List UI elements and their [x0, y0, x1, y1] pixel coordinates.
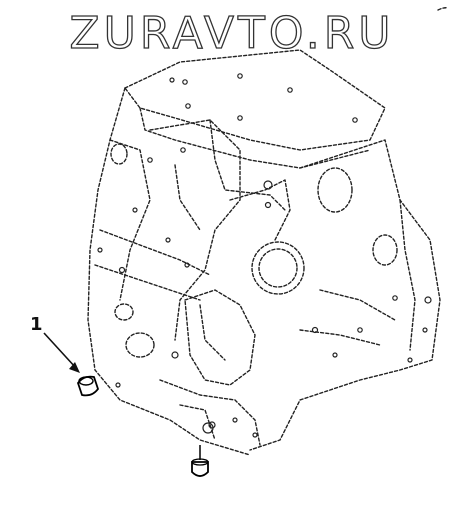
watermark-text: ZURAVTO.RU: [69, 8, 394, 59]
callout-leader-line: [43, 332, 77, 369]
front-face: [87, 87, 251, 456]
lower-boss: [125, 332, 155, 358]
timing-housing: [149, 119, 241, 341]
rear-face: [249, 139, 441, 451]
callout-label-1: 1: [30, 314, 43, 335]
engine-block: [87, 49, 441, 456]
top-cover: [124, 49, 386, 151]
drain-plug: [191, 422, 214, 477]
side-boss: [317, 167, 353, 213]
rear-boss: [251, 241, 305, 295]
callout-1: 1: [30, 314, 80, 373]
plug-part-1: [76, 375, 100, 397]
mounting-bracket: [184, 289, 256, 386]
corner-mark: [437, 7, 449, 11]
callout-arrowhead: [69, 362, 80, 373]
bolt-holes: [97, 73, 432, 438]
